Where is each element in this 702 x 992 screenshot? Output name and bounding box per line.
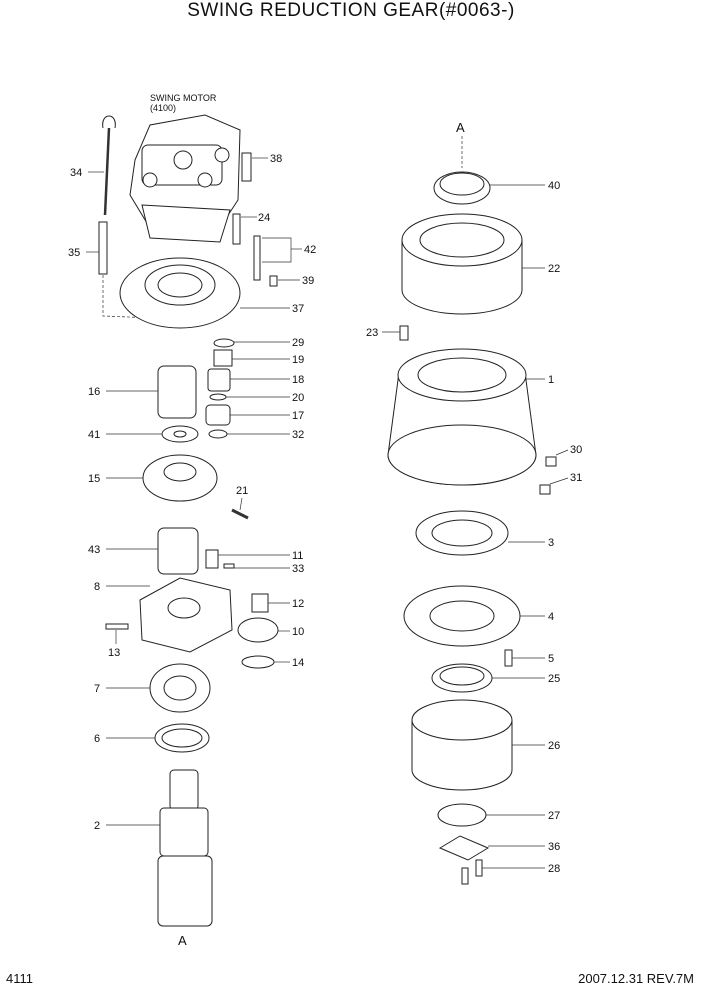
part-12-bearing: [251, 593, 269, 613]
part-31-plug: [539, 484, 551, 495]
label-25: 25: [548, 673, 560, 685]
marker-a-top: A: [456, 120, 465, 135]
part-15-carrier: [142, 454, 218, 502]
part-13-pin: [105, 623, 129, 630]
label-20: 20: [292, 392, 304, 404]
label-2: 2: [94, 820, 100, 832]
label-3: 3: [548, 537, 554, 549]
label-43: 43: [88, 544, 100, 556]
label-15: 15: [88, 473, 100, 485]
label-33: 33: [292, 563, 304, 575]
label-36: 36: [548, 841, 560, 853]
label-8: 8: [94, 581, 100, 593]
label-41: 41: [88, 429, 100, 441]
label-30: 30: [570, 444, 582, 456]
part-20-washer: [209, 393, 227, 401]
label-27: 27: [548, 810, 560, 822]
page-title: SWING REDUCTION GEAR(#0063-): [187, 0, 515, 21]
label-31: 31: [570, 472, 582, 484]
label-42: 42: [304, 244, 316, 256]
label-7: 7: [94, 683, 100, 695]
part-22-ring-gear: [401, 213, 523, 315]
label-40: 40: [548, 180, 560, 192]
part-4-cover: [403, 585, 521, 647]
label-18: 18: [292, 374, 304, 386]
label-17: 17: [292, 410, 304, 422]
part-10-gear: [237, 617, 279, 643]
part-38-bolt: [241, 152, 252, 182]
part-16-gear: [157, 365, 197, 419]
part-41-washer: [161, 425, 199, 443]
part-23-pin: [399, 325, 409, 341]
motor-label-code: (4100): [150, 103, 176, 113]
label-34: 34: [70, 167, 82, 179]
part-1-housing: [387, 348, 537, 486]
part-2-pinion-shaft: [157, 769, 213, 927]
label-5: 5: [548, 653, 554, 665]
label-13: 13: [108, 647, 120, 659]
swing-motor-drawing: SWING MOTOR (4100): [129, 93, 241, 243]
part-32-washer: [208, 429, 228, 439]
part-11-pin: [205, 549, 219, 569]
label-16: 16: [88, 386, 100, 398]
part-36-lock-plate: [438, 835, 490, 861]
page-number: 4111: [6, 971, 33, 986]
label-26: 26: [548, 740, 560, 752]
part-30-plug: [545, 456, 557, 467]
motor-label-name: SWING MOTOR: [150, 93, 217, 103]
label-11: 11: [292, 550, 303, 562]
part-19-bearing: [213, 349, 233, 367]
label-35: 35: [68, 247, 80, 259]
part-6-ring: [154, 723, 210, 753]
label-37: 37: [292, 303, 304, 315]
part-17-gear: [205, 404, 231, 426]
label-6: 6: [94, 733, 100, 745]
part-33-pin: [223, 563, 235, 569]
label-12: 12: [292, 598, 304, 610]
part-35-pipe: [98, 221, 108, 275]
label-4: 4: [548, 611, 554, 623]
part-28-bolt: [475, 859, 483, 877]
part-40-bushing: [433, 171, 491, 205]
marker-a-bottom: A: [178, 933, 187, 948]
label-38: 38: [270, 153, 282, 165]
part-24-bolt: [232, 213, 241, 245]
part-3-bearing: [415, 510, 509, 556]
label-10: 10: [292, 626, 304, 638]
revision-stamp: 2007.12.31 REV.7M: [578, 971, 694, 986]
label-19: 19: [292, 354, 304, 366]
label-24: 24: [258, 212, 270, 224]
part-7-bearing: [149, 663, 211, 713]
part-25-seal: [431, 663, 493, 693]
label-32: 32: [292, 429, 304, 441]
part-37-flange: [119, 257, 241, 329]
part-28-bolt-2: [461, 867, 469, 885]
part-26-gear: [411, 699, 513, 791]
part-29-ring: [213, 338, 235, 348]
part-8-carrier: [139, 577, 233, 653]
part-42-pin: [253, 235, 261, 281]
label-23: 23: [366, 327, 378, 339]
label-22: 22: [548, 263, 560, 275]
part-27-plate: [437, 803, 487, 827]
label-21: 21: [236, 485, 248, 497]
part-39-plug: [269, 275, 278, 287]
part-5-bolt: [504, 649, 513, 667]
part-14-washer: [241, 655, 275, 669]
part-34-dipstick: [102, 115, 116, 216]
label-29: 29: [292, 337, 304, 349]
part-21-pin: [231, 508, 249, 520]
label-1: 1: [548, 374, 554, 386]
label-39: 39: [302, 275, 314, 287]
part-43-gear: [157, 527, 199, 575]
label-28: 28: [548, 863, 560, 875]
label-14: 14: [292, 657, 304, 669]
part-18-sleeve: [207, 368, 231, 392]
